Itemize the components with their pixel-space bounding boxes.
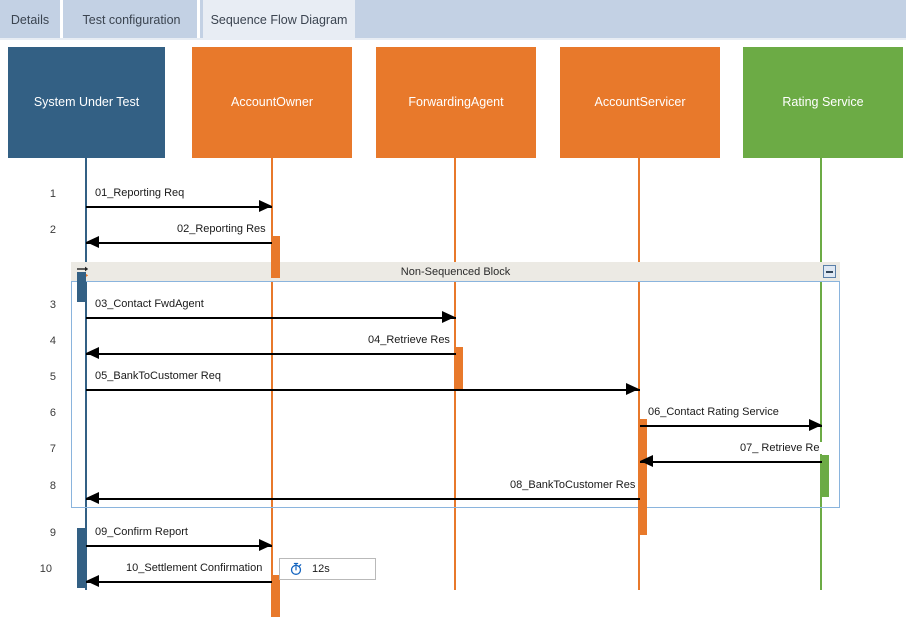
timer-value: 12s (312, 563, 330, 575)
participant-label: AccountServicer (594, 95, 686, 109)
message-line-04[interactable] (86, 353, 456, 355)
row-number: 2 (49, 224, 56, 236)
lifeline-accountowner (271, 158, 273, 590)
message-arrowhead-02 (86, 236, 99, 248)
row-number: 5 (49, 371, 56, 383)
message-arrowhead-09 (259, 539, 272, 551)
activation-rating-service-1 (820, 455, 829, 497)
diagram-canvas: System Under Test AccountOwner Forwardin… (0, 40, 906, 617)
participant-label: Rating Service (782, 95, 864, 109)
tab-bar-filler (355, 0, 906, 40)
message-label-09: 09_Confirm Report (93, 526, 190, 538)
message-line-01[interactable] (86, 206, 272, 208)
participant-box-system-under-test[interactable]: System Under Test (8, 47, 165, 158)
row-number: 1 (49, 188, 56, 200)
activation-system-under-test-2 (77, 528, 86, 558)
tab-sequence-flow-diagram[interactable]: Sequence Flow Diagram (203, 0, 355, 40)
message-line-05[interactable] (86, 389, 640, 391)
activation-accountowner-2 (271, 575, 280, 617)
activation-forwardingagent-1 (454, 347, 463, 389)
message-line-10[interactable] (86, 581, 272, 583)
participant-box-forwardingagent[interactable]: ForwardingAgent (376, 47, 536, 158)
tab-details[interactable]: Details (0, 0, 63, 40)
message-arrowhead-06 (809, 419, 822, 431)
message-arrowhead-05 (626, 383, 639, 395)
message-label-01: 01_Reporting Req (93, 187, 187, 199)
tab-test-configuration-label: Test configuration (82, 13, 181, 27)
row-number: 4 (49, 335, 56, 347)
message-label-10: 10_Settlement Confirmation (124, 562, 265, 574)
message-line-07[interactable] (640, 461, 822, 463)
message-label-08: 08_BankToCustomer Res (508, 479, 638, 491)
row-number: 10 (39, 563, 52, 575)
message-label-06: 06_Contact Rating Service (646, 406, 781, 418)
message-line-09[interactable] (86, 545, 272, 547)
lifeline-rating-service (820, 158, 822, 590)
lifeline-accountservicer (638, 158, 640, 590)
tab-bar-underline (0, 38, 906, 40)
participant-box-accountservicer[interactable]: AccountServicer (560, 47, 720, 158)
message-arrowhead-07 (640, 455, 653, 467)
message-arrowhead-04 (86, 347, 99, 359)
fragment-title: Non-Sequenced Block (400, 265, 511, 278)
fragment-header[interactable]: Non-Sequenced Block (71, 262, 840, 282)
tab-test-configuration[interactable]: Test configuration (66, 0, 200, 40)
participant-box-rating-service[interactable]: Rating Service (743, 47, 903, 158)
message-label-03: 03_Contact FwdAgent (93, 298, 206, 310)
tab-sequence-flow-diagram-label: Sequence Flow Diagram (210, 13, 348, 27)
tab-bar: Details Test configuration Sequence Flow… (0, 0, 906, 40)
activation-accountservicer-1 (638, 419, 647, 535)
message-label-07: 07_ Retrieve Re (738, 442, 822, 454)
stopwatch-icon (290, 562, 302, 575)
participant-label: AccountOwner (231, 95, 313, 109)
row-number: 8 (49, 480, 56, 492)
row-number: 6 (49, 407, 56, 419)
activation-system-under-test-1 (77, 272, 86, 302)
row-number: 3 (49, 299, 56, 311)
message-line-03[interactable] (86, 317, 456, 319)
message-label-02: 02_Reporting Res (175, 223, 268, 235)
message-label-05: 05_BankToCustomer Req (93, 370, 223, 382)
message-arrowhead-03 (442, 311, 455, 323)
message-arrowhead-10 (86, 575, 99, 587)
message-line-06[interactable] (640, 425, 822, 427)
participant-box-accountowner[interactable]: AccountOwner (192, 47, 352, 158)
participant-label: ForwardingAgent (408, 95, 504, 109)
row-number: 9 (49, 527, 56, 539)
timer-badge[interactable]: 12s (279, 558, 376, 580)
row-number: 7 (49, 443, 56, 455)
lifeline-system-under-test (85, 158, 87, 590)
message-arrowhead-08 (86, 492, 99, 504)
collapse-box-icon[interactable] (823, 265, 836, 278)
participant-label: System Under Test (33, 95, 140, 109)
message-arrowhead-01 (259, 200, 272, 212)
message-line-02[interactable] (86, 242, 272, 244)
tab-details-label: Details (10, 13, 50, 27)
message-label-04: 04_Retrieve Res (366, 334, 452, 346)
activation-system-under-test-3 (77, 558, 86, 588)
message-line-08[interactable] (86, 498, 640, 500)
activation-accountowner-1 (271, 236, 280, 278)
